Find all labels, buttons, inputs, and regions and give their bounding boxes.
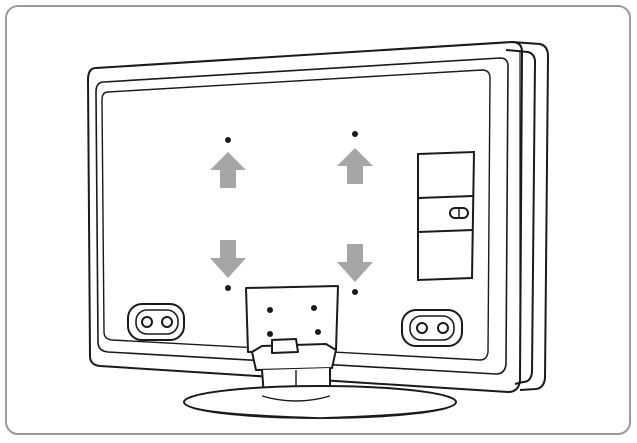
arrows [210, 148, 373, 282]
left-handle [127, 303, 185, 341]
right-screw-1 [416, 322, 428, 334]
connector-panel [417, 150, 476, 282]
stand-base-edge [183, 401, 457, 419]
mount-hole-bottom-right [352, 289, 358, 295]
tv-side-edge-mid [505, 49, 536, 385]
connector-divider-top [417, 195, 474, 199]
mount-hole-bottom-left [225, 285, 231, 291]
mount-holes [225, 131, 358, 295]
plate-screw-1 [267, 307, 273, 313]
connector-cover [417, 150, 476, 282]
left-handle-inner [135, 309, 179, 335]
right-handle [401, 309, 463, 347]
tv-outline [87, 41, 549, 393]
tv-back-inner [95, 57, 509, 375]
tv-side-edge-outer [511, 41, 549, 391]
plate-screw-2 [311, 305, 317, 311]
stand-base-joint [261, 395, 331, 402]
arrow-up-right-icon [337, 148, 373, 184]
stand [183, 285, 457, 419]
arrow-up-left-icon [210, 152, 246, 188]
plate-screw-4 [315, 329, 321, 335]
arrow-down-left-icon [210, 240, 246, 278]
tv-rear-panel [101, 69, 491, 361]
right-screw-2 [437, 322, 449, 334]
arrow-down-right-icon [337, 244, 373, 282]
tv-back-outer [87, 41, 523, 393]
mount-hole-top-left [225, 137, 231, 143]
stand-neck-clip [271, 338, 299, 354]
mount-hole-top-right [352, 131, 358, 137]
plate-screw-3 [267, 331, 273, 337]
connector-divider-bottom [417, 229, 474, 233]
left-screw-2 [161, 316, 173, 328]
left-screw-1 [141, 316, 153, 328]
